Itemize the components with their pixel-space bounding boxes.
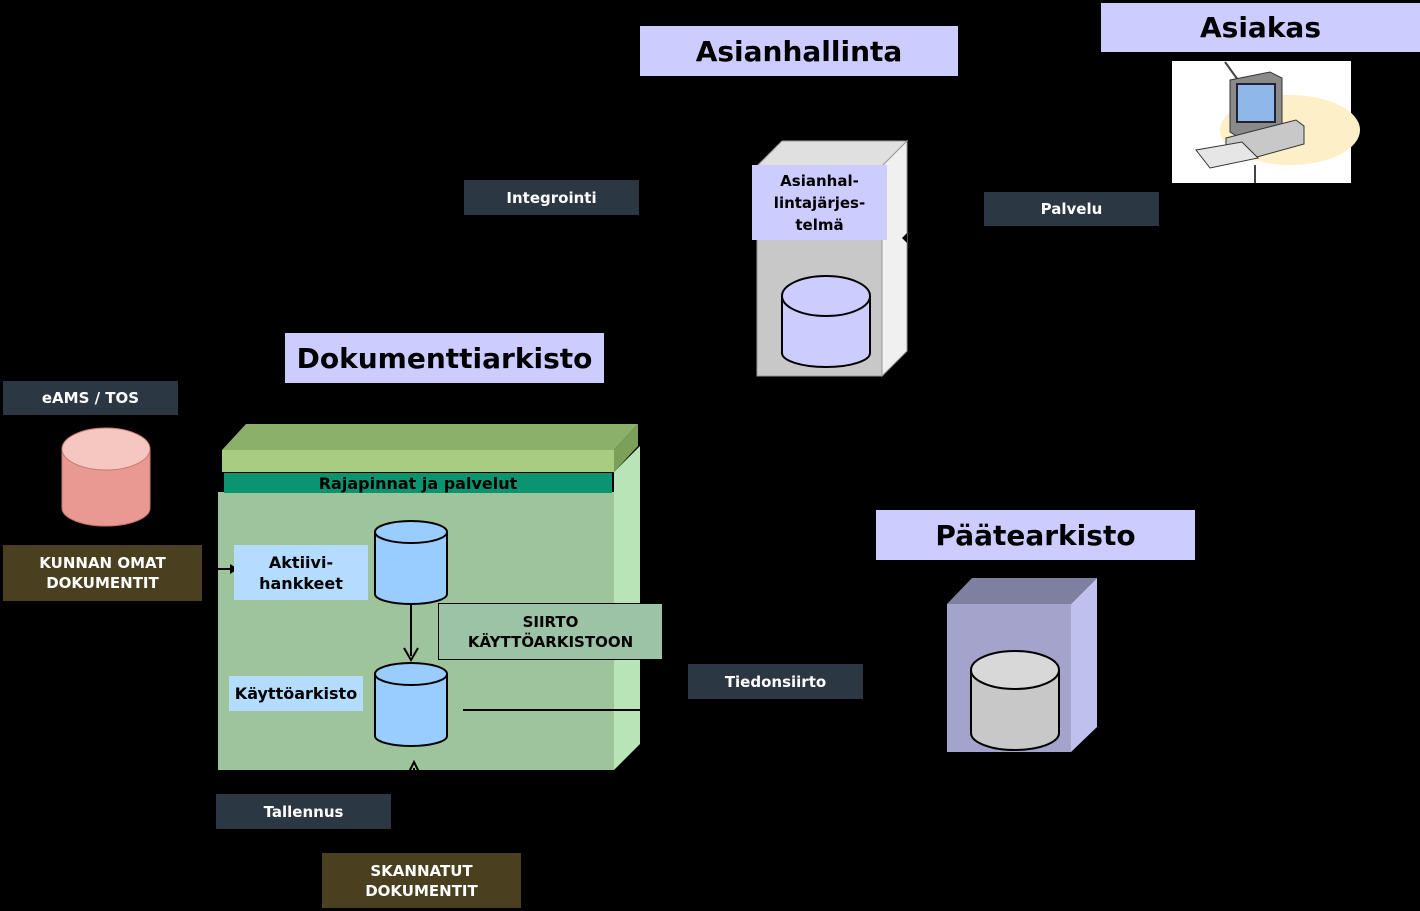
kunnan-line2: DOKUMENTIT [46,574,159,592]
dokumenttiarkisto-title: Dokumenttiarkisto [285,333,604,383]
asianhallinta-title: Asianhallinta [640,26,958,76]
kayttoarkisto-database-icon [374,662,448,747]
asianhallintajarjestelma-label: Asianhal- lintajärjes- telmä [752,165,887,240]
siirto-kayttoarkistoon-label: SIIRTO KÄYTTÖARKISTOON [438,603,663,660]
eams-database-icon [61,427,151,527]
aktiivi-line2: hankkeet [259,573,343,593]
siirto-arrow [403,604,419,662]
computer-icon [1172,61,1360,183]
integrointi-label: Integrointi [464,180,639,215]
paatearkisto-title: Päätearkisto [876,510,1195,560]
asianhallinta-database-icon [781,275,871,368]
asianhal-line1: Asianhal- [780,171,859,190]
skannatut-line1: SKANNATUT [370,861,473,880]
tallennus-label: Tallennus [216,794,391,829]
kayttoarkisto-label: Käyttöarkisto [229,676,363,711]
siirto-line2: KÄYTTÖARKISTOON [467,632,634,651]
tiedonsiirto-label: Tiedonsiirto [688,664,863,699]
tallennus-arrow [407,759,421,795]
asianhal-line2: lintajärjes- [773,193,866,212]
kunnan-line1: KUNNAN OMAT [39,554,166,572]
siirto-line1: SIIRTO [522,612,579,631]
aktiivihankkeet-database-icon [374,520,448,605]
kunnan-omat-dokumentit-label: KUNNAN OMAT DOKUMENTIT [3,545,202,601]
asianhal-line3: telmä [795,215,844,234]
asiakas-title: Asiakas [1101,3,1420,52]
palvelu-label: Palvelu [984,192,1159,226]
aktiivihankkeet-label: Aktiivi- hankkeet [234,545,368,600]
paatearkisto-database-icon [970,650,1060,751]
eams-tos-label: eAMS / TOS [3,381,178,415]
aktiivi-line1: Aktiivi- [268,552,334,572]
skannatut-dokumentit-label: SKANNATUT DOKUMENTIT [322,853,521,908]
rajapinnat-label: Rajapinnat ja palvelut [318,473,518,493]
skannatut-line2: DOKUMENTIT [365,881,478,900]
